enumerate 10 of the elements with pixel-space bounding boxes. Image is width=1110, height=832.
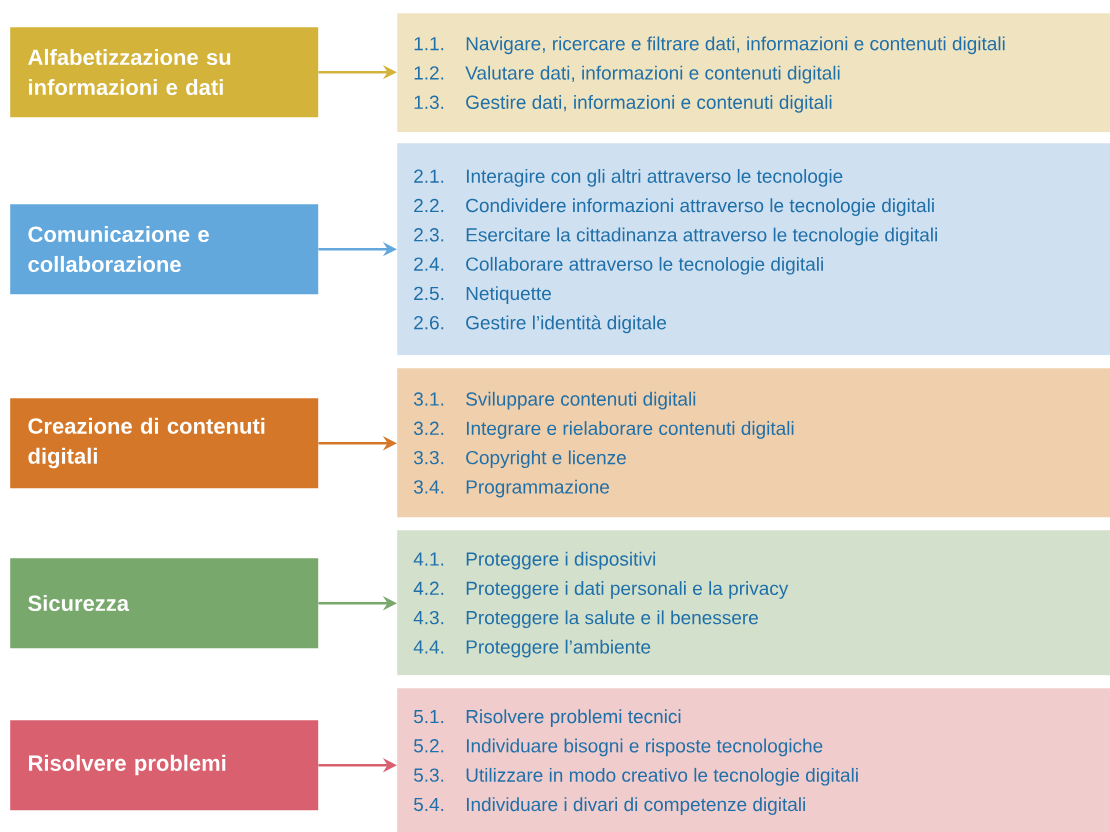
category-box: Risolvere problemi bbox=[10, 720, 319, 811]
competence-list-box: 1.1. Navigare, ricercare e filtrare dati, informazioni e contenuti digitali 1.2. Valutare dati, informazioni e contenuti digitali 1.3. Gestire dati, informazioni e contenuti digitali bbox=[397, 13, 1110, 133]
category-box: Sicurezza bbox=[10, 558, 319, 649]
category-box: Alfabetizzazione su informazioni e dati bbox=[10, 27, 319, 118]
competence-list-box: 3.1. Sviluppare contenuti digitali 3.2. Integrare e rielaborare contenuti digitali 3.3. Copyright e licenze 3.4. Programmazione bbox=[397, 368, 1110, 518]
category-box: Creazione di contenuti digitali bbox=[10, 398, 319, 489]
competence-list-box: 2.1. Interagire con gli altri attraverso le tecnologie 2.2. Condividere informazioni attraverso le tecnologie digitali 2.3. Esercitare la cittadinanza attraverso le tecnologie digitali 2.4. Collaborare attraverso le tecnologie digitali 2.5. Netiquette 2.6. Gestire l’identità digitale bbox=[397, 143, 1110, 356]
competence-list-box: 4.1. Proteggere i dispositivi 4.2. Proteggere i dati personali e la privacy 4.3. Proteggere la salute e il benessere 4.4. Proteggere l’ambiente bbox=[397, 530, 1110, 676]
competence-list-box: 5.1. Risolvere problemi tecnici 5.2. Individuare bisogni e risposte tecnologiche 5.3. Utilizzare in modo creativo le tecnologie digitali 5.4. Individuare i divari di competenze digitali bbox=[397, 688, 1110, 832]
category-box: Comunicazione e collaborazione bbox=[10, 204, 319, 295]
